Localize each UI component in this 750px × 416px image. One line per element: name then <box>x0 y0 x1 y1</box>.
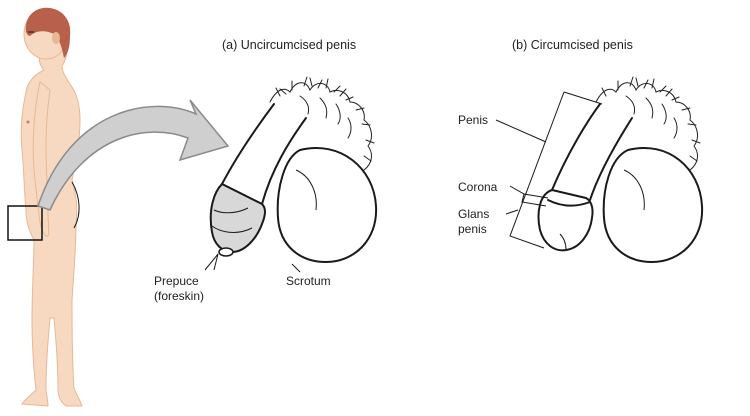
label-corona: Corona <box>458 180 498 194</box>
foreskin-a <box>209 182 266 254</box>
penis-shaft-b <box>551 103 633 201</box>
scrotum-a <box>276 147 378 263</box>
uncircumcised-illustration <box>204 76 378 273</box>
corona-pointer <box>509 185 549 207</box>
glans-pointer <box>505 209 519 215</box>
curved-arrow <box>37 99 230 211</box>
scrotum-b <box>602 147 704 263</box>
label-glans: Glans <box>458 207 489 221</box>
figure-body <box>20 43 83 407</box>
pubic-hair-b <box>595 76 701 171</box>
human-figure <box>20 7 83 407</box>
pubic-hair-a <box>269 76 375 171</box>
glans-b <box>537 189 594 252</box>
label-glans-penis: penis <box>458 222 487 236</box>
figure-hair <box>25 7 71 59</box>
figure-buttock-line <box>71 181 80 229</box>
penis-shaft-a <box>221 103 307 205</box>
label-scrotum: Scrotum <box>286 274 331 288</box>
figure-ear <box>52 32 60 44</box>
zoom-box <box>7 205 43 241</box>
panel-title-uncircumcised: (a) Uncircumcised penis <box>222 38 356 52</box>
panel-title-circumcised: (b) Circumcised penis <box>512 38 633 52</box>
label-prepuce: Prepuce <box>154 274 199 288</box>
foreskin-tip <box>218 247 234 257</box>
label-penis: Penis <box>458 113 488 127</box>
penis-bracket <box>509 91 603 249</box>
label-foreskin: (foreskin) <box>154 289 204 303</box>
circumcised-illustration <box>495 76 704 263</box>
